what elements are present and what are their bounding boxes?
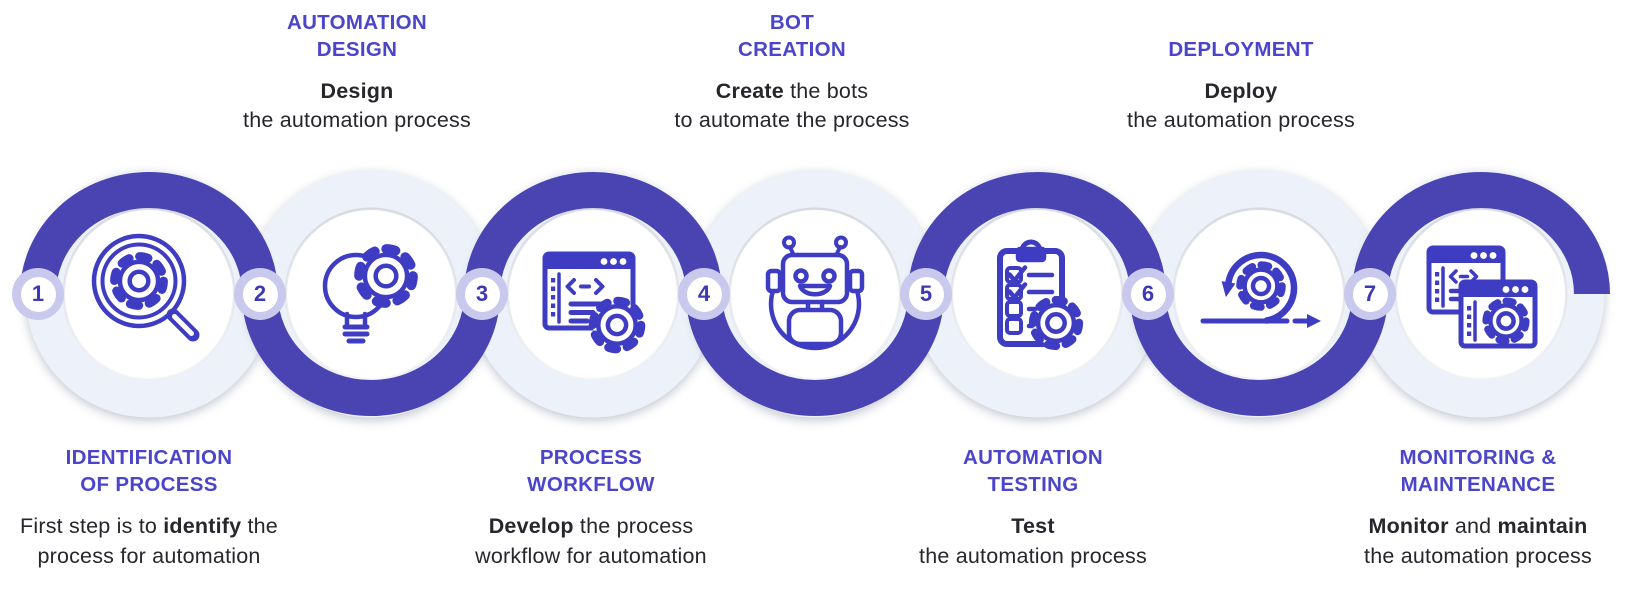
step-title-line: DESIGN	[316, 37, 398, 61]
step-description-line: workflow for automation	[411, 542, 771, 572]
step-description-line: First step is to identify the	[0, 512, 329, 542]
step-description: Test the automation process	[853, 512, 1213, 571]
step-number: 5	[908, 276, 944, 312]
step-description-segment: workflow for automation	[475, 543, 707, 568]
magnifier-gear-icon	[91, 233, 200, 342]
step-description-line: the automation process	[177, 106, 537, 136]
step-description-segment: Design	[320, 78, 394, 103]
step-title-line: MAINTENANCE	[1400, 473, 1556, 497]
step-description-segment: the automation process	[1364, 543, 1592, 568]
sprint-gear-icon	[1200, 251, 1321, 328]
step-description-line: Deploy	[1061, 77, 1421, 107]
checklist-gear-icon	[997, 239, 1084, 351]
step-description-line: the automation process	[1298, 542, 1626, 572]
step-description-line: Create the bots	[612, 77, 972, 107]
step-description-segment: identify	[163, 514, 242, 539]
step-description-line: Test	[853, 512, 1213, 542]
step-description-segment: Monitor	[1368, 514, 1449, 539]
step-badge: 2	[234, 268, 286, 320]
step-badge: 3	[456, 268, 508, 320]
step-number: 7	[1352, 276, 1388, 312]
step-label: DEPLOYMENT Deploy the automation process	[1061, 6, 1421, 136]
step-description-segment: the process	[573, 514, 694, 539]
step-title: MONITORING & MAINTENANCE	[1298, 444, 1626, 498]
step-title-line: WORKFLOW	[527, 473, 655, 497]
step-title-line: AUTOMATION	[962, 446, 1104, 469]
step-title: BOT CREATION	[612, 9, 972, 63]
step-label: AUTOMATION TESTING Test the automation proc…	[853, 444, 1213, 571]
step-description-segment: Test	[1011, 514, 1055, 539]
step-description: Design the automation process	[177, 77, 537, 136]
step-badge: 7	[1344, 268, 1396, 320]
step-description-segment: and	[1448, 514, 1498, 539]
dual-window-gear-icon	[1426, 245, 1538, 349]
step-title-line: TESTING	[987, 473, 1079, 497]
step-description-segment: to automate the process	[674, 108, 910, 133]
wave-band	[20, 172, 1610, 416]
step-title-line: AUTOMATION	[286, 10, 428, 34]
step-badge: 6	[1122, 268, 1174, 320]
step-description-segment: the bots	[783, 78, 869, 103]
step-label: MONITORING & MAINTENANCE Monitor and maint…	[1298, 444, 1626, 571]
step-number: 2	[242, 276, 278, 312]
step-title: AUTOMATION TESTING	[853, 444, 1213, 498]
step-badge: 5	[900, 268, 952, 320]
step-description-segment: Create	[715, 78, 784, 103]
step-title-line: MONITORING &	[1399, 446, 1557, 469]
step-description: Deploy the automation process	[1061, 77, 1421, 136]
step-title-line: PROCESS	[539, 446, 643, 469]
step-number: 1	[20, 276, 56, 312]
step-title: PROCESS WORKFLOW	[411, 444, 771, 498]
step-description-segment: the automation process	[1127, 108, 1355, 133]
robot-icon	[765, 235, 865, 351]
step-description-segment: process for automation	[37, 543, 261, 568]
step-number: 4	[686, 276, 722, 312]
code-window-gear-icon	[542, 251, 646, 354]
step-description-line: Design	[177, 77, 537, 107]
step-description-segment: maintain	[1497, 514, 1588, 539]
step-number: 3	[464, 276, 500, 312]
step-description-line: Monitor and maintain	[1298, 512, 1626, 542]
step-title-line: DEPLOYMENT	[1168, 37, 1314, 61]
step-label: AUTOMATION DESIGN Design the automation pro…	[177, 6, 537, 136]
step-title: AUTOMATION DESIGN	[177, 9, 537, 63]
step-number: 6	[1130, 276, 1166, 312]
step-description-segment: Deploy	[1204, 78, 1278, 103]
step-description-line: to automate the process	[612, 106, 972, 136]
step-badge: 4	[678, 268, 730, 320]
step-description-segment: the automation process	[243, 108, 471, 133]
step-badge: 1	[12, 268, 64, 320]
step-description-segment: First step is to	[20, 514, 164, 539]
step-description-line: the automation process	[853, 542, 1213, 572]
step-description-line: process for automation	[0, 542, 329, 572]
step-description-line: Develop the process	[411, 512, 771, 542]
step-description-segment: the automation process	[919, 543, 1147, 568]
lightbulb-gear-icon	[322, 244, 418, 344]
step-label: IDENTIFICATION OF PROCESS First step is to…	[0, 444, 329, 571]
step-description-segment: the	[241, 514, 278, 539]
step-title-line: BOT	[769, 10, 815, 34]
step-title-line: OF PROCESS	[80, 473, 218, 497]
step-title-line: CREATION	[738, 37, 846, 61]
step-title-line: IDENTIFICATION	[65, 446, 233, 469]
step-description-line: the automation process	[1061, 106, 1421, 136]
step-title: IDENTIFICATION OF PROCESS	[0, 444, 329, 498]
step-title: DEPLOYMENT	[1061, 36, 1421, 63]
step-description-segment: Develop	[488, 514, 574, 539]
